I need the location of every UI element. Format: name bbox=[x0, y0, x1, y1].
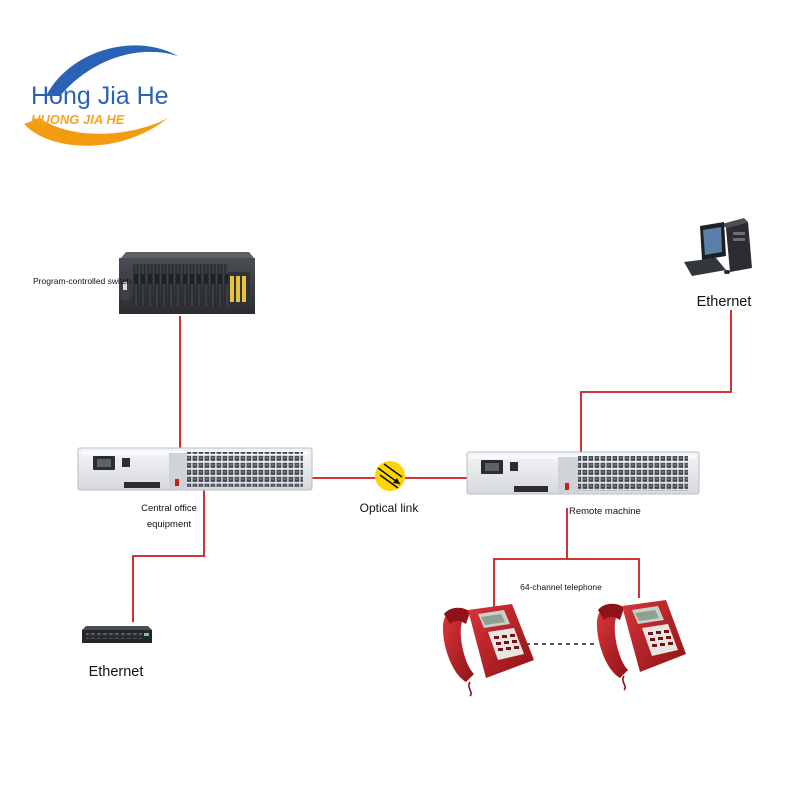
desktop-computer-icon bbox=[684, 218, 752, 276]
optical-link-icon bbox=[375, 461, 405, 491]
telephone-icon bbox=[442, 604, 534, 697]
link-remote-to-ethernet-right bbox=[580, 310, 732, 452]
central-label-line1: Central office bbox=[141, 503, 197, 514]
ethernet-right: Ethernet bbox=[684, 218, 752, 310]
pbx-chassis-icon bbox=[119, 252, 255, 314]
logo-subtext: HUONG JIA HE bbox=[31, 112, 125, 127]
switch-label: Program-controlled switch bbox=[33, 276, 132, 286]
central-office-equipment: Central office equipment bbox=[77, 447, 313, 530]
ethernet-right-label: Ethernet bbox=[697, 294, 752, 310]
telephones-label: 64-channel telephone bbox=[520, 582, 602, 592]
link-telephone-left bbox=[493, 558, 640, 612]
logo-orange-swoosh bbox=[24, 118, 168, 146]
optical-multiplexer-icon bbox=[77, 447, 313, 491]
remote-machine: Remote machine bbox=[466, 451, 700, 517]
optical-link: Optical link bbox=[360, 461, 420, 515]
network-switch-icon bbox=[82, 626, 152, 643]
telephones: 64-channel telephone bbox=[442, 582, 686, 697]
central-label-line2: equipment bbox=[147, 519, 192, 530]
optical-multiplexer-icon bbox=[466, 451, 700, 495]
logo-blue-swoosh bbox=[46, 45, 178, 96]
telephone-icon bbox=[596, 600, 686, 691]
ethernet-left: Ethernet bbox=[82, 626, 152, 680]
remote-label: Remote machine bbox=[569, 506, 641, 517]
optical-label: Optical link bbox=[360, 501, 420, 515]
brand-logo: Hong Jia He HUONG JIA HE bbox=[24, 45, 178, 146]
link-central-to-ethernet-left bbox=[132, 490, 205, 622]
connection-links bbox=[132, 310, 732, 645]
logo-wordmark: Hong Jia He bbox=[31, 82, 169, 110]
ethernet-left-label: Ethernet bbox=[89, 664, 144, 680]
program-controlled-switch: Program-controlled switch bbox=[33, 252, 255, 314]
